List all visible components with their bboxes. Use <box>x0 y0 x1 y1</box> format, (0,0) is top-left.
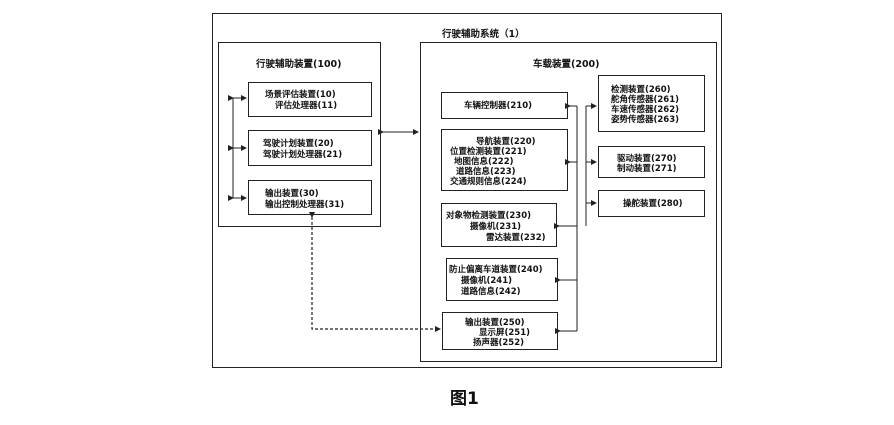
system-frame <box>212 13 722 368</box>
camera-241-label: 摄像机(241) <box>461 276 513 286</box>
output-control-processor-label: 输出控制处理器(31) <box>265 200 345 210</box>
attitude-sensor-label: 姿势传感器(263) <box>611 115 680 125</box>
output-dashed-link <box>309 212 441 332</box>
detection-device-box: 检测装置(260) 舵角传感器(261) 车速传感器(262) 姿势传感器(26… <box>598 75 705 132</box>
vehicle-controller-box: 车辆控制器(210) <box>441 92 568 119</box>
steering-device-box: 操舵装置(280) <box>598 190 705 217</box>
display-label: 显示屏(251) <box>479 328 531 338</box>
map-info-label: 地图信息(222) <box>454 157 514 167</box>
speaker-label: 扬声器(252) <box>473 338 525 348</box>
radar-label: 雷达装置(232) <box>486 233 546 243</box>
navigation-label: 导航装置(220) <box>476 137 536 147</box>
evaluation-processor-label: 评估处理器(11) <box>275 101 338 111</box>
assist-device-title: 行驶辅助装置(100) <box>256 59 342 70</box>
lane-departure-prevention-box: 防止偏离车道装置(240) 摄像机(241) 道路信息(242) <box>446 258 558 301</box>
driving-plan-box: 驾驶计划装置(20) 驾驶计划处理器(21) <box>248 130 372 166</box>
driving-plan-processor-label: 驾驶计划处理器(21) <box>263 150 343 160</box>
road-info-242-label: 道路信息(242) <box>461 287 521 297</box>
steering-angle-sensor-label: 舵角传感器(261) <box>611 95 680 105</box>
output-device-label: 输出装置(30) <box>265 189 319 199</box>
figure-caption: 图1 <box>450 389 479 409</box>
vehicle-device-group <box>420 42 717 362</box>
vehicle-controller-label: 车辆控制器(210) <box>464 101 533 111</box>
drive-device-box: 驱动装置(270) 制动装置(271) <box>598 146 705 178</box>
camera-231-label: 摄像机(231) <box>470 222 522 232</box>
object-detection-box: 对象物检测装置(230) 摄像机(231) 雷达装置(232) <box>441 203 557 247</box>
output-device-box: 输出装置(30) 输出控制处理器(31) <box>248 180 372 215</box>
navigation-box: 导航装置(220) 位置检测装置(221) 地图信息(222) 道路信息(223… <box>441 129 568 191</box>
steering-device-label: 操舵装置(280) <box>623 199 683 209</box>
traffic-rules-info-label: 交通规则信息(224) <box>450 177 527 187</box>
vehicle-device-title: 车载装置(200) <box>533 59 600 70</box>
brake-device-label: 制动装置(271) <box>617 164 677 174</box>
drive-device-label: 驱动装置(270) <box>617 154 677 164</box>
object-detection-label: 对象物检测装置(230) <box>446 211 532 221</box>
lane-departure-prevention-label: 防止偏离车道装置(240) <box>449 265 543 275</box>
vehicle-speed-sensor-label: 车速传感器(262) <box>611 105 680 115</box>
scene-evaluation-box: 场景评估装置(10) 评估处理器(11) <box>248 82 372 117</box>
position-detection-label: 位置检测装置(221) <box>450 147 527 157</box>
system-title: 行驶辅助系统（1） <box>442 29 525 40</box>
vehicle-output-label: 输出装置(250) <box>465 318 525 328</box>
detection-device-label: 检测装置(260) <box>611 85 671 95</box>
road-info-label: 道路信息(223) <box>456 167 516 177</box>
driving-plan-label: 驾驶计划装置(20) <box>263 139 334 149</box>
scene-evaluation-label: 场景评估装置(10) <box>265 90 336 100</box>
